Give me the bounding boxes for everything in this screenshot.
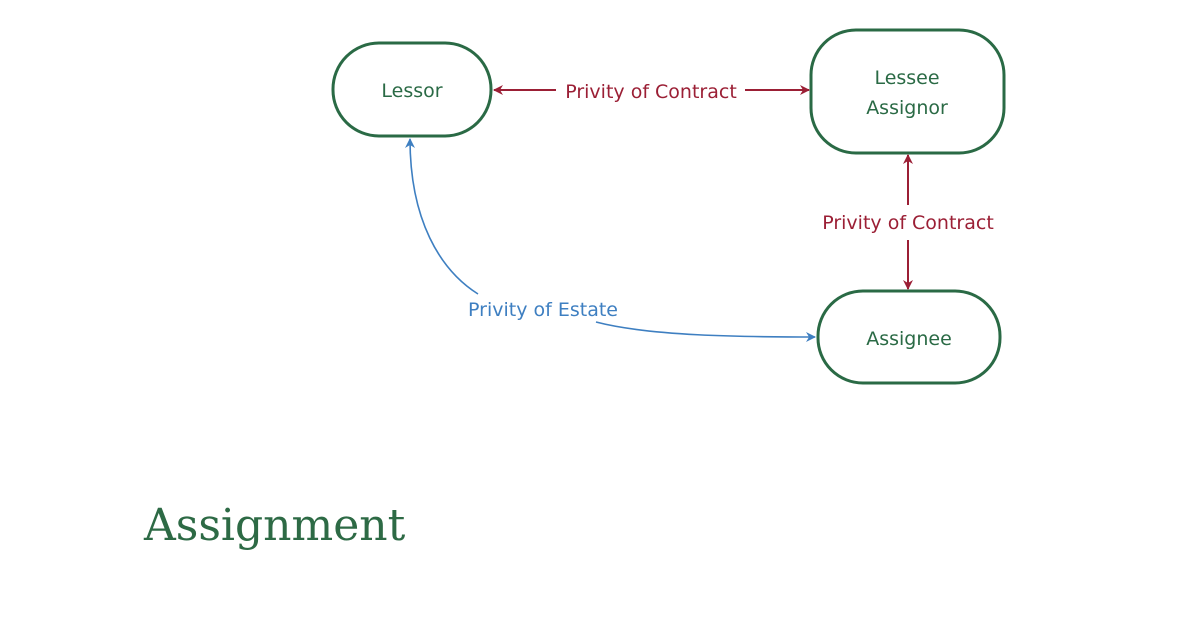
edge-lessor-lessee: Privity of Contract	[493, 81, 810, 103]
node-lessee-label: Lessee	[874, 67, 939, 89]
edge-label-contract-right: Privity of Contract	[822, 212, 994, 234]
edge-label-estate: Privity of Estate	[468, 299, 618, 321]
edge-lessee-assignee: Privity of Contract	[822, 154, 994, 290]
node-assignee-label: Assignee	[866, 328, 952, 350]
node-lessor: Lessor	[331, 41, 493, 138]
page-title: Assignment	[144, 500, 406, 551]
edge-label-contract-top: Privity of Contract	[565, 81, 737, 103]
node-lessor-label: Lessor	[381, 80, 442, 102]
node-assignor-label: Assignor	[866, 97, 948, 119]
edge-lessor-assignee: Privity of Estate	[405, 138, 816, 342]
node-lessee-assignor: Lessee Assignor	[809, 28, 1006, 155]
node-assignee: Assignee	[816, 289, 1002, 385]
